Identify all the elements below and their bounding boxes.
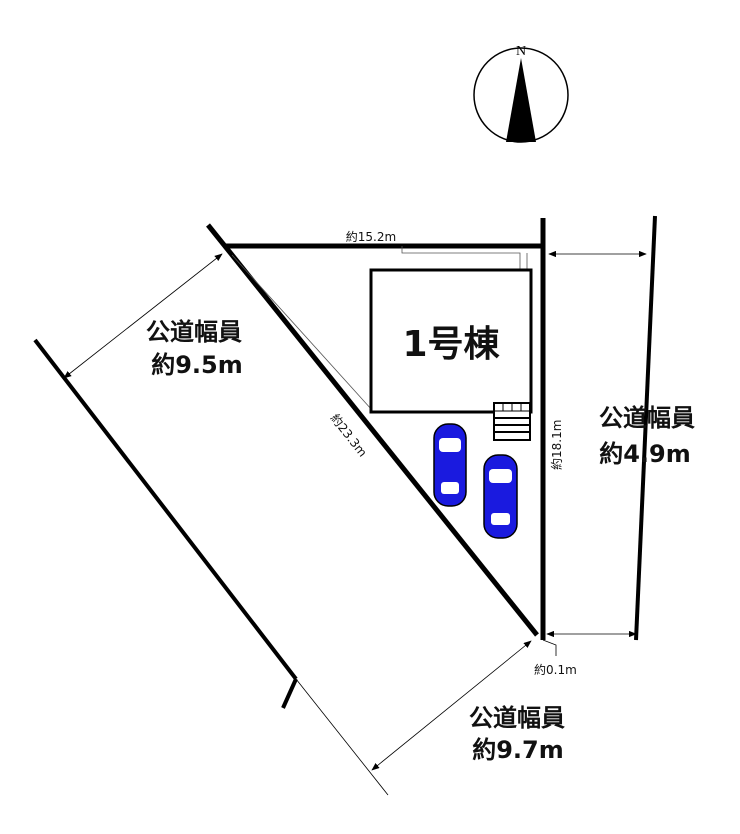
lot-boundary (206, 218, 546, 640)
east-road-label: 公道幅員 (599, 404, 695, 432)
west-road-boundary (33, 338, 389, 796)
corner-offset-length: 約0.1m (534, 662, 577, 677)
top-edge-length: 約15.2m (346, 229, 396, 244)
east-road-boundary (634, 215, 657, 641)
west-road-width: 約9.5m (151, 351, 243, 379)
car-icon (483, 454, 518, 539)
stairs-icon (493, 402, 531, 441)
corner-offset-leader (542, 639, 557, 656)
right-edge-length: 約18.1m (549, 420, 564, 470)
north-compass-icon: N (473, 44, 569, 143)
south-road-label: 公道幅員 (469, 704, 565, 732)
building-label: 1号棟 (402, 324, 500, 365)
south-road-width: 約9.7m (472, 736, 564, 764)
east-road-width: 約4.9m (599, 440, 691, 468)
west-road-dimension (63, 253, 223, 379)
building-1: 1号棟 (369, 268, 533, 414)
car-icon (433, 423, 467, 507)
compass-label: N (516, 44, 526, 59)
south-road-dimension (371, 640, 532, 771)
west-road-label: 公道幅員 (146, 318, 242, 346)
